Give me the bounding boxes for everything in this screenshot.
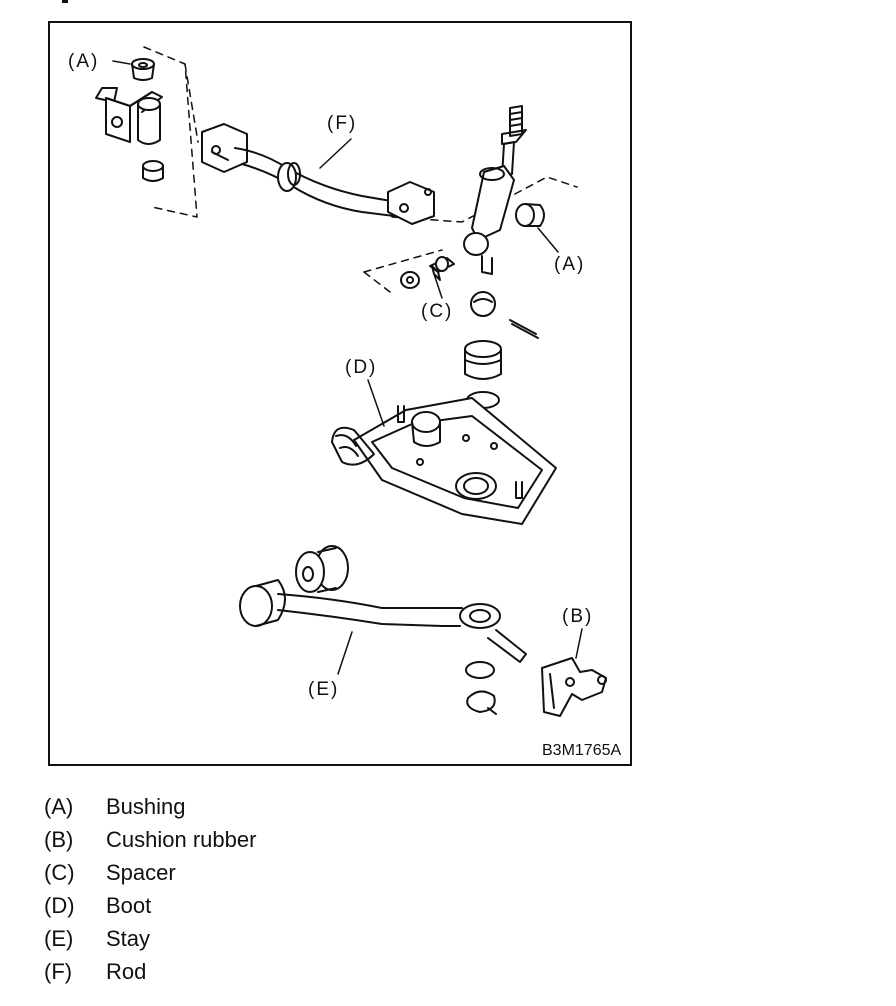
figure-code: B3M1765A xyxy=(542,742,621,759)
legend-item: (C) Spacer xyxy=(44,856,256,889)
callout-d: (D) xyxy=(345,357,377,378)
legend-item: (B) Cushion rubber xyxy=(44,823,256,856)
legend-key: (A) xyxy=(44,793,74,819)
legend-key: (C) xyxy=(44,859,75,885)
shift-lever xyxy=(463,105,527,275)
legend-item: (A) Bushing xyxy=(44,790,256,823)
legend-label: Spacer xyxy=(106,859,176,885)
legend-key: (B) xyxy=(44,826,74,852)
callout-leader-lines xyxy=(112,60,583,675)
legend-item: (D) Boot xyxy=(44,889,256,922)
callout-a-top: (A) xyxy=(68,51,99,72)
callout-e: (E) xyxy=(308,679,339,700)
bushing-top-left xyxy=(131,58,155,81)
rod-assembly xyxy=(201,123,435,225)
spacer-and-washer xyxy=(400,256,455,289)
legend-key: (E) xyxy=(44,925,74,951)
legend-label: Rod xyxy=(106,958,147,984)
legend-key: (F) xyxy=(44,958,73,984)
page-edge-mark xyxy=(62,0,68,3)
callout-f: (F) xyxy=(327,113,357,134)
legend-item: (E) Stay xyxy=(44,922,256,955)
parts-exploded-view: (A) (F) (A) (C) (D) (B) (E) B3M1765A xyxy=(68,46,621,759)
cushion-rubber-stack xyxy=(295,545,349,593)
cushion-rubber-bracket xyxy=(541,657,607,717)
bushing-right xyxy=(515,203,545,227)
callout-c: (C) xyxy=(421,301,453,322)
stay-assembly xyxy=(239,579,527,715)
callout-a-right: (A) xyxy=(554,254,585,275)
legend-key: (D) xyxy=(44,892,75,918)
legend-label: Stay xyxy=(106,925,151,951)
legend-label: Boot xyxy=(106,892,152,918)
legend-label: Bushing xyxy=(106,793,186,819)
parts-diagram-frame: (A) (F) (A) (C) (D) (B) (E) B3M1765A xyxy=(48,21,632,766)
rod-end-bracket xyxy=(95,87,163,145)
parts-legend: (A) Bushing (B) Cushion rubber (C) Spacer (… xyxy=(44,790,256,988)
boot-plate xyxy=(331,397,557,525)
legend-item: (F) Rod xyxy=(44,955,256,988)
legend-label: Cushion rubber xyxy=(106,826,257,852)
ball-joint-and-pin xyxy=(470,291,539,339)
callout-b: (B) xyxy=(562,606,593,627)
bushing-lower-left xyxy=(142,160,164,182)
